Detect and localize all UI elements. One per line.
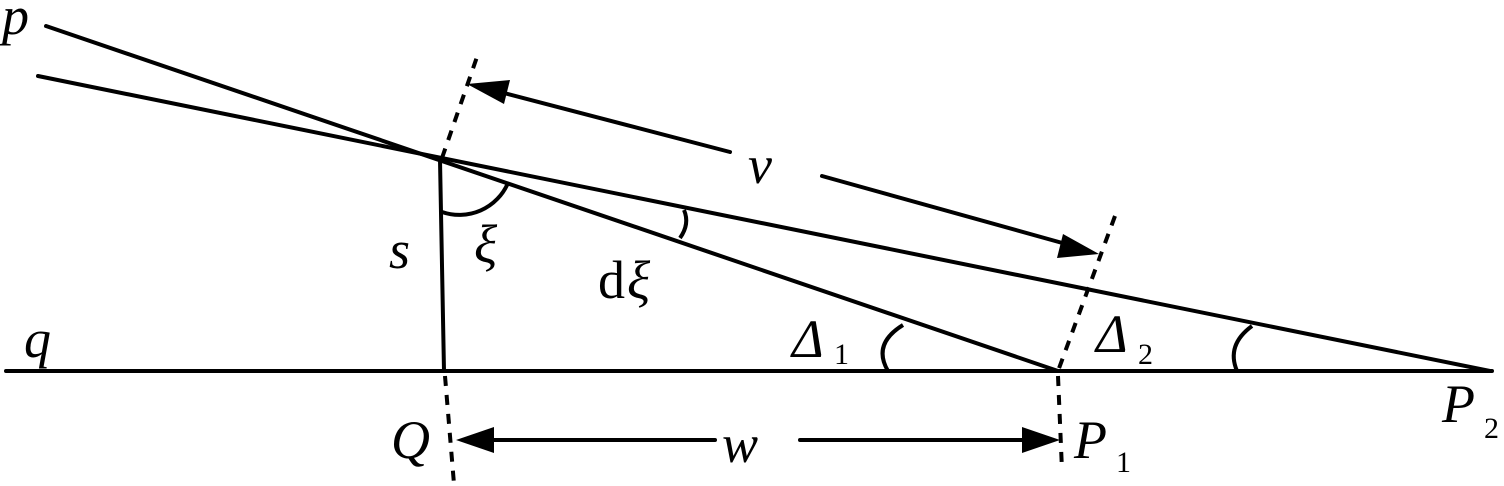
arrow-w-head-left [456,427,494,453]
label-P2: P [1441,374,1475,434]
label-Q: Q [391,410,430,470]
angle-arc-dxi [678,209,689,240]
label-delta1: Δ [790,309,824,369]
dotted-line-q [443,375,456,485]
line-to-p2 [36,74,1492,373]
angle-arc-delta2 [1231,324,1254,372]
label-delta1-subscript: 1 [834,338,849,371]
arrow-w-head-right [1022,427,1060,453]
label-v: v [748,135,772,195]
label-P2-subscript: 2 [1484,412,1499,445]
angle-arc-delta1 [880,323,905,373]
dotted-line-apex [440,53,480,159]
label-w: w [722,414,758,474]
label-P1-subscript: 1 [1116,446,1131,479]
line-p-to-p1 [44,24,1060,373]
label-delta2-subscript: 2 [1138,338,1153,371]
dotted-line-p1 [1056,215,1117,372]
arrow-v-head-right [1057,234,1099,258]
label-q: q [24,309,51,369]
label-p: p [0,0,29,46]
label-xi: ξ [474,214,498,274]
arrow-v-shaft-left [498,90,732,154]
dotted-line-p1-lower [1056,375,1064,471]
arrow-v-shaft-right [820,174,1068,246]
label-s: s [389,220,410,280]
segment-s [438,158,446,373]
label-dxi-d: d [598,250,625,310]
label-delta2: Δ [1094,304,1128,364]
angle-arc-xi [441,182,510,217]
arrow-v-head-left [467,80,510,104]
label-P1: P [1073,410,1107,470]
label-dxi-xi: ξ [627,250,651,310]
